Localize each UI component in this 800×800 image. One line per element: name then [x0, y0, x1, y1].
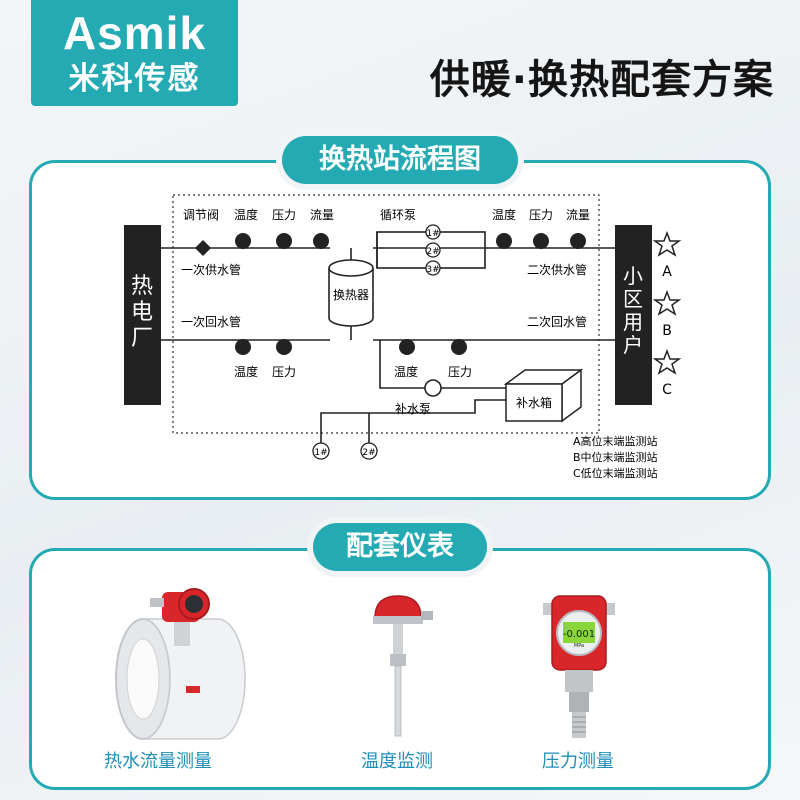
star-icon-b	[652, 289, 682, 316]
primary-pressure-sensor	[276, 233, 292, 249]
secondary-temperature-sensor	[496, 233, 512, 249]
power-plant-char-3: 厂	[131, 326, 153, 351]
makeup-pump-symbol	[424, 379, 442, 397]
station-legend-c: C低位末端监测站	[573, 466, 658, 480]
pump-3-symbol	[425, 260, 441, 276]
meter-section-title: 配套仪表	[313, 523, 487, 571]
product-label-temperature: 温度监测	[361, 751, 433, 772]
star-icon-c	[652, 348, 682, 375]
return-temperature-sensor	[235, 339, 251, 355]
makeup-return-line	[379, 340, 425, 389]
outlet-2-tag: 2#	[362, 448, 375, 458]
secondary-return-pressure-label: 压力	[448, 365, 472, 379]
primary-return-label: 一次回水管	[181, 314, 241, 329]
page-title: 供暖·换热配套方案	[429, 57, 774, 103]
community-char-2: 区	[623, 287, 643, 311]
makeup-outlet-line	[320, 399, 506, 446]
outlet-2-symbol	[360, 442, 378, 460]
station-marker-b: B	[662, 323, 672, 339]
community-char-4: 户	[623, 333, 643, 357]
product-label-flow: 热水流量测量	[104, 751, 212, 772]
makeup-tank	[505, 383, 563, 422]
station-legend-a: A高位末端监测站	[573, 434, 658, 448]
community-char-3: 用	[623, 310, 643, 334]
station-marker-a: A	[662, 264, 672, 280]
return-pressure-label: 压力	[272, 365, 296, 379]
pump-3-tag: 3#	[426, 265, 439, 275]
brand-name-cn: 米科传感	[68, 61, 201, 97]
primary-supply-label: 一次供水管	[181, 262, 241, 277]
station-legend-b: B中位末端监测站	[573, 450, 658, 464]
secondary-flow-sensor	[570, 233, 586, 249]
outlet-1-symbol	[312, 442, 330, 460]
temperature-probe-device	[373, 595, 433, 737]
secondary-flow-label: 流量	[566, 208, 590, 222]
pump-2-symbol	[425, 242, 441, 258]
station-marker-c: C	[662, 382, 672, 398]
heat-exchanger-label: 换热器	[333, 288, 369, 302]
pump-1-symbol	[425, 224, 441, 240]
secondary-return-pressure-sensor	[451, 339, 467, 355]
primary-temperature-sensor	[235, 233, 251, 249]
primary-flow-label: 流量	[310, 208, 334, 222]
secondary-temperature-label: 温度	[492, 207, 516, 222]
community-char-1: 小	[623, 264, 643, 288]
primary-pressure-label: 压力	[272, 208, 296, 222]
power-plant-block	[124, 225, 161, 405]
return-temperature-label: 温度	[234, 364, 258, 379]
power-plant-char-2: 电	[131, 300, 153, 325]
secondary-pressure-sensor	[533, 233, 549, 249]
pressure-transmitter-device: -0.001 MPa	[543, 595, 615, 738]
makeup-tank-label: 补水箱	[516, 395, 552, 410]
makeup-pump-label: 补水泵	[395, 402, 431, 416]
circulating-pump-label: 循环泵	[380, 208, 416, 222]
secondary-pressure-label: 压力	[529, 208, 553, 222]
secondary-return-label: 二次回水管	[527, 314, 587, 329]
regulating-valve-symbol	[195, 240, 211, 256]
secondary-return-temperature-label: 温度	[394, 364, 418, 379]
brand-name: Asmik	[62, 7, 207, 59]
outlet-1-tag: 1#	[314, 448, 327, 458]
return-pressure-sensor	[276, 339, 292, 355]
power-plant-char-1: 热	[131, 274, 153, 299]
community-block	[615, 225, 652, 405]
product-label-pressure: 压力测量	[542, 751, 614, 772]
secondary-supply-label: 二次供水管	[527, 262, 587, 277]
primary-flow-sensor	[313, 233, 329, 249]
device-unit: MPa	[574, 643, 584, 649]
pump-2-tag: 2#	[426, 247, 439, 257]
flowmeter-device	[115, 588, 246, 740]
flow-section-title: 换热站流程图	[282, 136, 518, 184]
brand-logo: Asmik 米科传感	[31, 0, 238, 106]
pump-1-tag: 1#	[426, 229, 439, 239]
device-readout: -0.001	[563, 629, 595, 640]
regulating-valve-label: 调节阀	[183, 208, 219, 222]
star-icon-a	[652, 230, 682, 257]
primary-temperature-label: 温度	[234, 207, 258, 222]
secondary-return-temperature-sensor	[399, 339, 415, 355]
station-boundary	[172, 194, 600, 434]
